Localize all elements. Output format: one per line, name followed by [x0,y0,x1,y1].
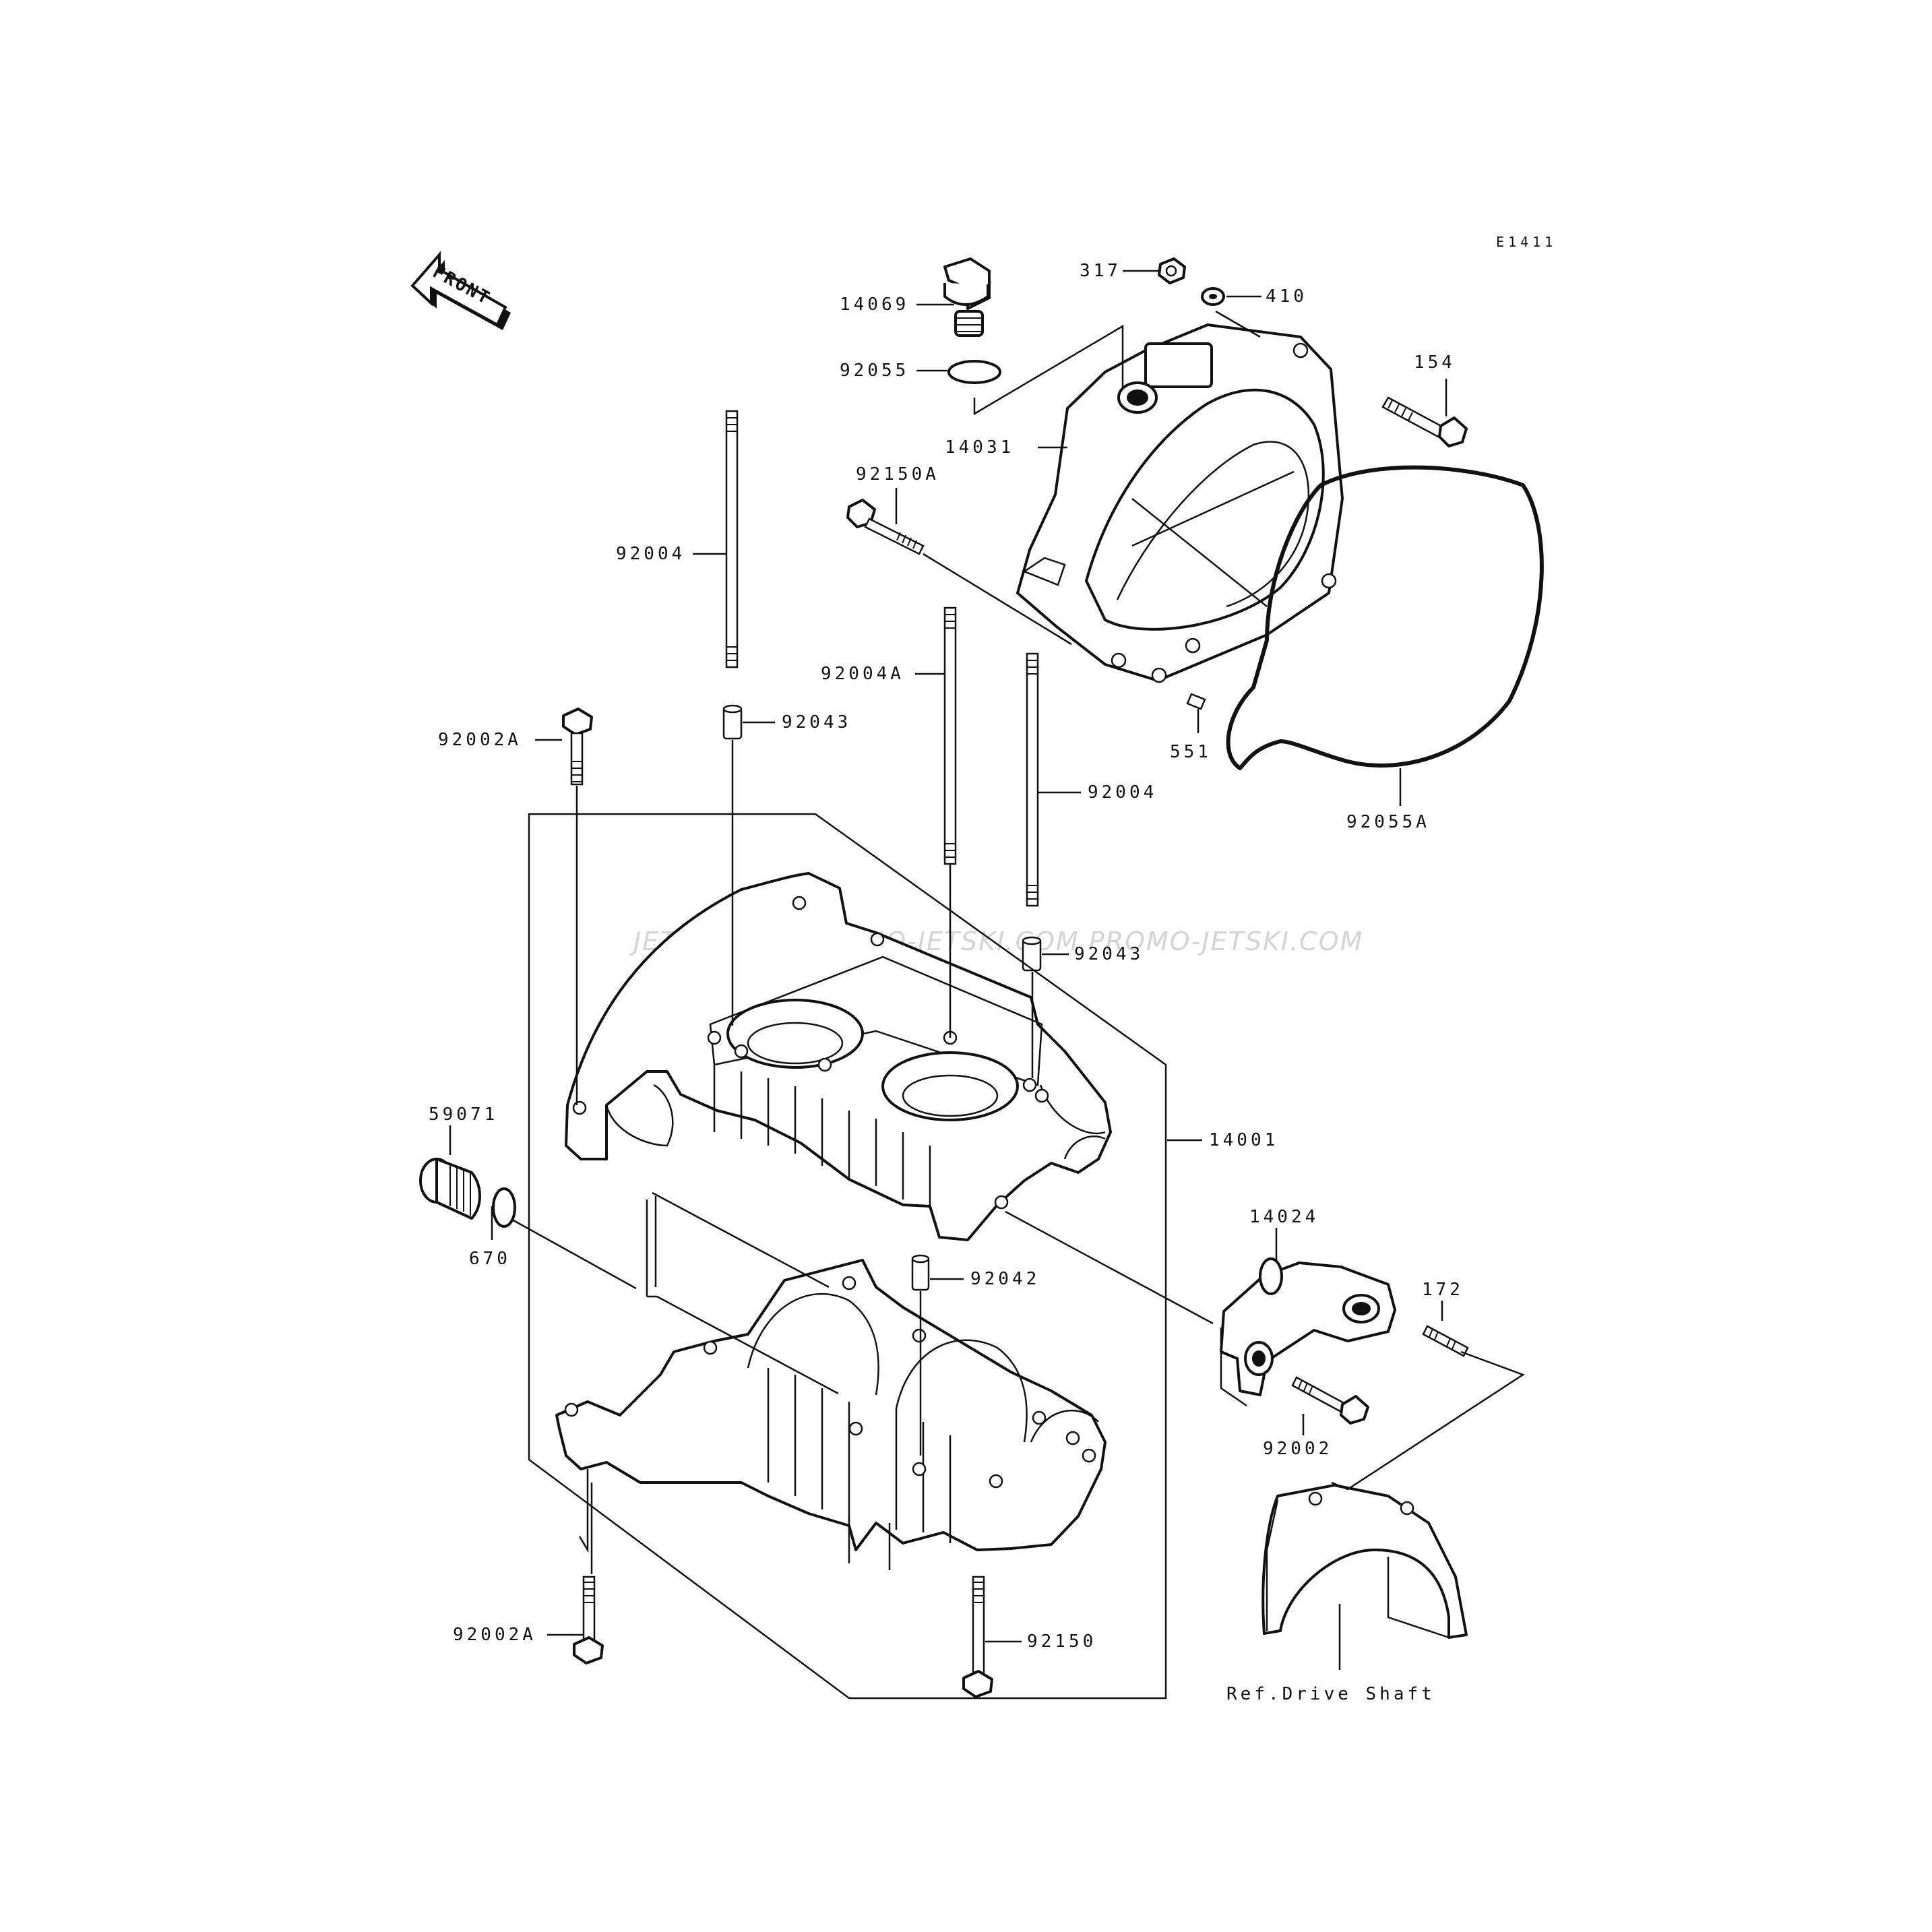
gasket-92055A-part [1226,465,1544,770]
label-14069: 14069 [840,294,909,315]
dowel-92043-mid-part [1022,936,1042,972]
label-92043-top: 92043 [782,712,851,733]
washer-410-part [1201,287,1225,306]
bolt-92002A-top-part [562,708,593,786]
label-317: 317 [1080,261,1121,281]
label-92002A-bottom: 92002A [453,1625,536,1645]
label-154: 154 [1414,352,1456,373]
frame-outline-lower [647,1295,839,1395]
stud-92004-top-part [725,410,739,668]
bolt-92150-part [962,1576,993,1698]
label-410: 410 [1266,286,1307,307]
nut-317-part [1158,257,1186,284]
diagram-code: E1411 [1496,234,1557,250]
label-92042: 92042 [970,1269,1040,1289]
bolt-154-part [1381,396,1468,447]
label-92150A: 92150A [856,464,939,485]
drain-plug-59071-part [419,1158,481,1220]
label-670: 670 [469,1249,511,1269]
dowel-551-part [1186,693,1206,710]
label-172: 172 [1422,1280,1464,1300]
label-92055: 92055 [840,361,909,381]
label-14024: 14024 [1249,1207,1319,1227]
label-59071: 59071 [429,1104,498,1125]
label-92055A: 92055A [1346,812,1430,832]
label-92043-mid: 92043 [1074,944,1144,964]
label-551: 551 [1170,742,1212,762]
bolt-92002A-bottom-part [573,1576,604,1664]
label-92002A-top: 92002A [438,730,522,750]
dowel-92043-top-part [722,704,743,740]
stud-92004-mid-part [1026,652,1039,907]
label-92004-top: 92004 [616,544,685,564]
o-ring-92055-part [947,360,1001,384]
filler-cap-part [943,257,991,337]
dowel-92042-part [911,1254,930,1291]
label-92150: 92150 [1027,1631,1096,1652]
drive-shaft-cover-part [1261,1484,1468,1639]
frame-outline-14001 [528,813,1167,1700]
ref-drive-shaft-label: Ref.Drive Shaft [1226,1684,1435,1704]
bracket-14024-part [1220,1257,1396,1407]
front-arrow-icon: FRONT [410,251,511,330]
stud-172-part [1422,1325,1469,1357]
upper-crankcase-part [565,872,1112,1241]
label-14001: 14001 [1209,1130,1278,1150]
coupling-housing-part [1016,323,1344,683]
leader-lines [449,270,1525,1670]
o-ring-670-part [492,1187,516,1228]
stud-92004A-part [943,606,957,865]
lower-crankcase-part [555,1259,1107,1570]
label-92004A: 92004A [821,664,904,684]
bolt-92002-part [1291,1376,1369,1425]
bolt-92150A-part [846,499,925,555]
label-92002: 92002 [1263,1439,1332,1459]
label-14031: 14031 [945,437,1014,458]
label-92004-mid: 92004 [1088,782,1157,803]
